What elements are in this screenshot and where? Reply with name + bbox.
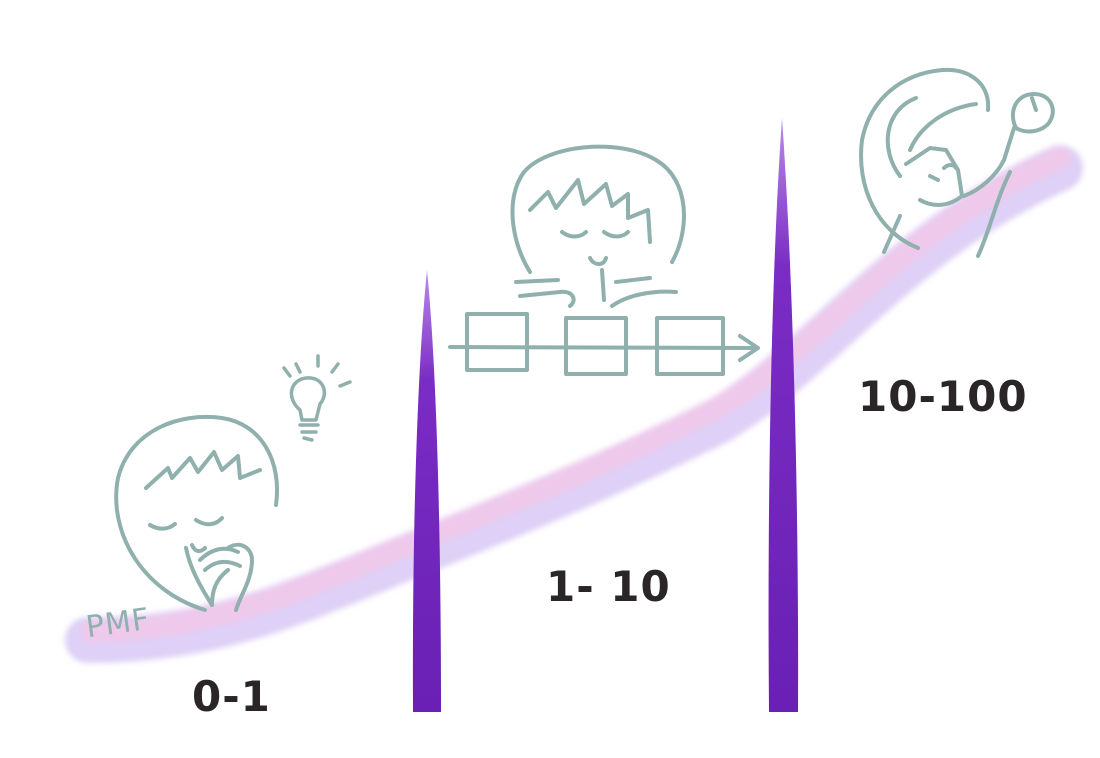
pmf-curve	[65, 145, 1083, 663]
process-boxes-icon	[448, 312, 760, 376]
pointing-person-icon	[510, 144, 686, 308]
lightbulb-icon	[282, 354, 352, 442]
stage-label-10-100: 10-100	[858, 372, 1028, 421]
thinking-person-icon	[114, 414, 279, 612]
stage-label-0-1: 0-1	[192, 672, 271, 721]
stage-label-1-10: 1- 10	[546, 562, 671, 611]
cheering-person-icon	[859, 67, 1055, 258]
divider-2	[768, 118, 799, 712]
divider-1	[412, 270, 441, 712]
